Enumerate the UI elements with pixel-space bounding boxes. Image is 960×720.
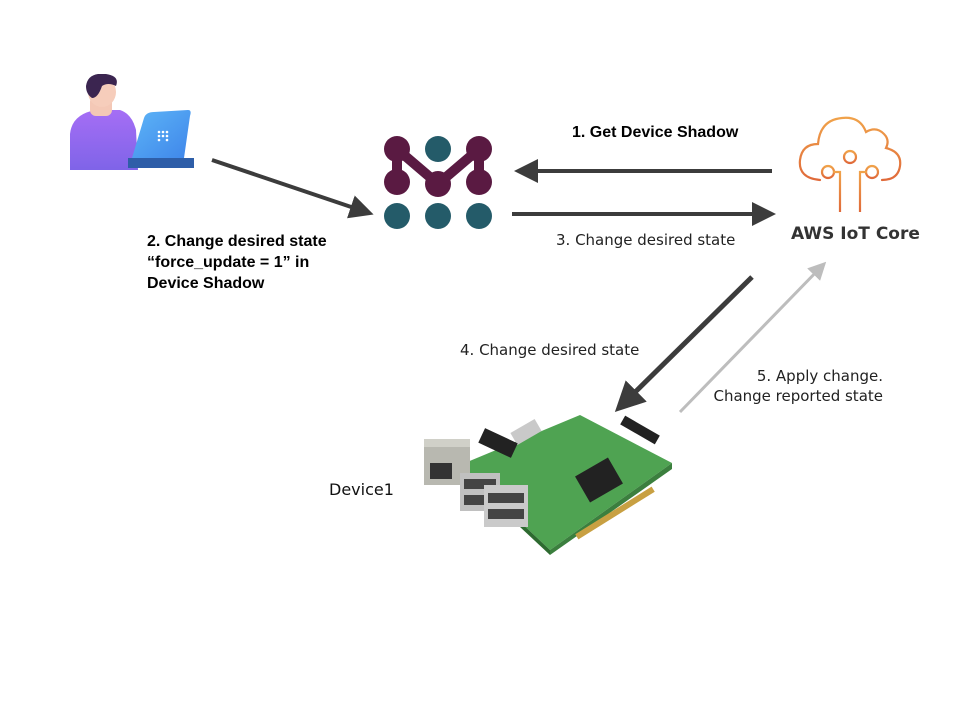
step-2-label-line-2: “force_update = 1” in [147,254,310,271]
broker-node [383,134,493,234]
step-3-label: 3. Change desired state [556,231,736,249]
device-node [420,405,675,555]
aws-iot-core-label: AWS IoT Core [791,224,920,244]
aws-iot-core-node [790,112,910,214]
user-node [68,73,198,170]
step-2-label-line-3: Device Shadow [147,275,265,292]
step-2-label: 2. Change desired state “force_update = … [147,231,327,294]
raspberry-pi-board-icon [424,415,672,555]
step-1-label: 1. Get Device Shadow [572,124,739,141]
arrow-step-2-user-to-broker [211,158,374,219]
arrow-step-5-device-to-aws [678,261,827,414]
arrow-step-4-aws-to-device [614,275,754,413]
step-5-label: 5. Apply change. Change reported state [700,366,883,406]
step-5-label-line-1: 5. Apply change. [756,367,883,385]
user-with-laptop-icon [70,73,194,170]
step-2-label-line-1: 2. Change desired state [147,233,327,250]
step-4-label: 4. Change desired state [460,341,640,359]
m-dots-logo-icon [384,136,492,229]
device-label: Device1 [329,480,394,499]
aws-iot-cloud-icon [798,116,902,214]
step-5-label-line-2: Change reported state [713,387,883,405]
